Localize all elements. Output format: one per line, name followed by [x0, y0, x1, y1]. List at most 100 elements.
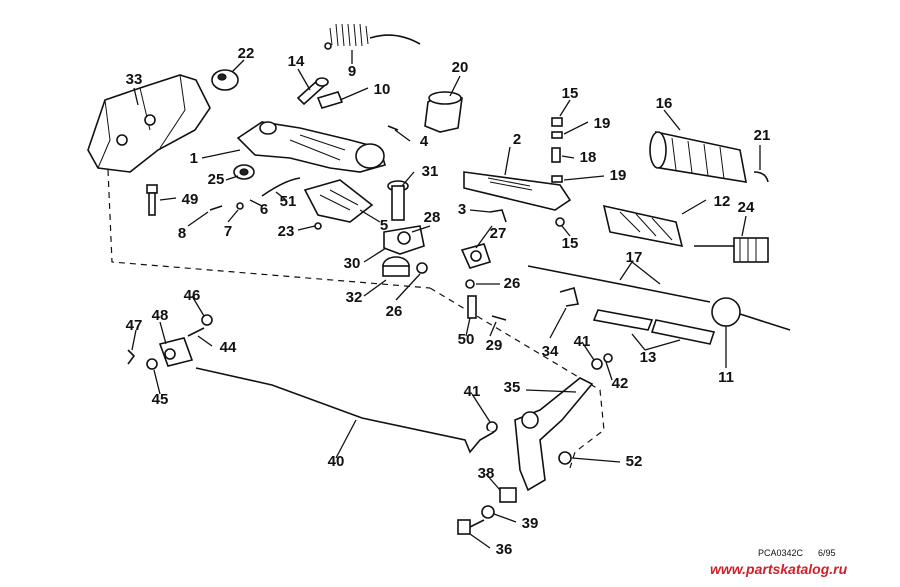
- part-1-shift-arm: [236, 121, 386, 173]
- callout-35: 35: [504, 379, 521, 396]
- part-8-pin: [209, 205, 223, 211]
- leader-lines: [131, 50, 761, 549]
- callout-31: 31: [422, 163, 439, 180]
- part-36-bolt: [457, 519, 485, 535]
- callout-3: 3: [458, 201, 466, 218]
- part-4-pin: [387, 125, 399, 131]
- callout-28: 28: [424, 209, 441, 226]
- part-26-washer-a: [416, 262, 428, 274]
- part-6-washer: [236, 202, 244, 210]
- part-46-nut: [201, 314, 213, 326]
- callout-32: 32: [346, 289, 363, 306]
- callout-47: 47: [126, 317, 143, 334]
- part-44-bolt: [187, 327, 205, 337]
- part-50-stud: [467, 295, 477, 319]
- part-23-screw: [314, 222, 322, 230]
- part-16-grip: [649, 130, 747, 183]
- callout-52: 52: [626, 453, 643, 470]
- callout-21: 21: [754, 127, 771, 144]
- part-17-cable: [527, 265, 711, 303]
- callout-12: 12: [714, 193, 731, 210]
- callout-25: 25: [208, 171, 225, 188]
- callout-41b: 41: [464, 383, 481, 400]
- callout-46: 46: [184, 287, 201, 304]
- part-52-ring: [558, 451, 572, 465]
- callout-48: 48: [152, 307, 169, 324]
- callout-26b: 26: [386, 303, 403, 320]
- callout-42: 42: [612, 375, 629, 392]
- callout-9: 9: [348, 63, 356, 80]
- part-20-sleeve: [424, 91, 463, 133]
- callout-34: 34: [542, 343, 559, 360]
- callout-44: 44: [220, 339, 237, 356]
- callout-18: 18: [580, 149, 597, 166]
- callout-36: 36: [496, 541, 513, 558]
- callout-49: 49: [182, 191, 199, 208]
- assembly-boundary-line: [107, 169, 605, 469]
- callout-27: 27: [490, 225, 507, 242]
- callout-10: 10: [374, 81, 391, 98]
- part-41-nut-a: [591, 358, 603, 370]
- part-11-cable-end: [711, 297, 791, 331]
- part-13-tube-a: [592, 309, 654, 331]
- callout-6: 6: [260, 201, 268, 218]
- callout-19b: 19: [610, 167, 627, 184]
- part-33-bracket: [87, 74, 211, 173]
- callout-11: 11: [718, 369, 734, 386]
- part-30-bracket: [383, 225, 425, 255]
- callout-26a: 26: [504, 275, 521, 292]
- callout-45: 45: [152, 391, 169, 408]
- drawing-code: PCA0342C: [758, 548, 804, 558]
- part-15-plug-b: [555, 217, 565, 227]
- callout-51: 51: [280, 193, 297, 210]
- part-3-spring-clip: [489, 209, 507, 223]
- callout-2: 2: [513, 131, 521, 148]
- callout-13: 13: [640, 349, 657, 366]
- callout-40: 40: [328, 453, 345, 470]
- callout-50: 50: [458, 331, 475, 348]
- callout-20: 20: [452, 59, 469, 76]
- callout-19a: 19: [594, 115, 611, 132]
- part-39-washer: [481, 505, 495, 519]
- part-49-bolt: [146, 184, 158, 216]
- callout-22: 22: [238, 45, 255, 62]
- part-19-plug-a: [551, 131, 563, 139]
- part-9-spring-cable: [324, 23, 421, 50]
- part-15-plug-a: [551, 117, 563, 127]
- callout-15a: 15: [562, 85, 579, 102]
- callout-15b: 15: [562, 235, 579, 252]
- part-42-washer: [603, 353, 613, 363]
- part-2-shaft: [463, 171, 572, 211]
- part-12-throttle-grip: [602, 204, 684, 248]
- callout-8: 8: [178, 225, 186, 242]
- part-5-plate: [303, 179, 374, 223]
- callout-41a: 41: [574, 333, 591, 350]
- callout-39: 39: [522, 515, 539, 532]
- part-14-pin: [296, 77, 329, 106]
- part-48-rod-end: [158, 337, 194, 367]
- callout-23: 23: [278, 223, 295, 240]
- part-32-spacer: [382, 256, 410, 277]
- part-45-washer: [146, 358, 158, 370]
- callout-4: 4: [420, 133, 429, 150]
- part-41-nut-b: [486, 421, 498, 433]
- part-34-clip: [559, 287, 579, 307]
- part-21-retainer: [753, 171, 769, 183]
- callout-1: 1: [190, 150, 198, 167]
- callout-16: 16: [656, 95, 673, 112]
- callout-33: 33: [126, 71, 143, 88]
- part-26-washer-b: [465, 279, 475, 289]
- part-18-pin: [551, 147, 561, 163]
- part-25-bushing: [233, 164, 255, 180]
- date-code: 6/95: [818, 548, 836, 558]
- part-47-clip: [127, 349, 136, 365]
- part-24-friction-knob: [694, 237, 769, 263]
- part-29-pin: [491, 315, 507, 321]
- part-35-lever: [514, 377, 594, 492]
- callout-5: 5: [380, 217, 388, 234]
- watermark-url: www.partskatalog.ru: [710, 561, 848, 577]
- callout-14: 14: [288, 53, 305, 70]
- part-51-cable: [261, 177, 301, 197]
- part-19-plug-b: [551, 175, 563, 183]
